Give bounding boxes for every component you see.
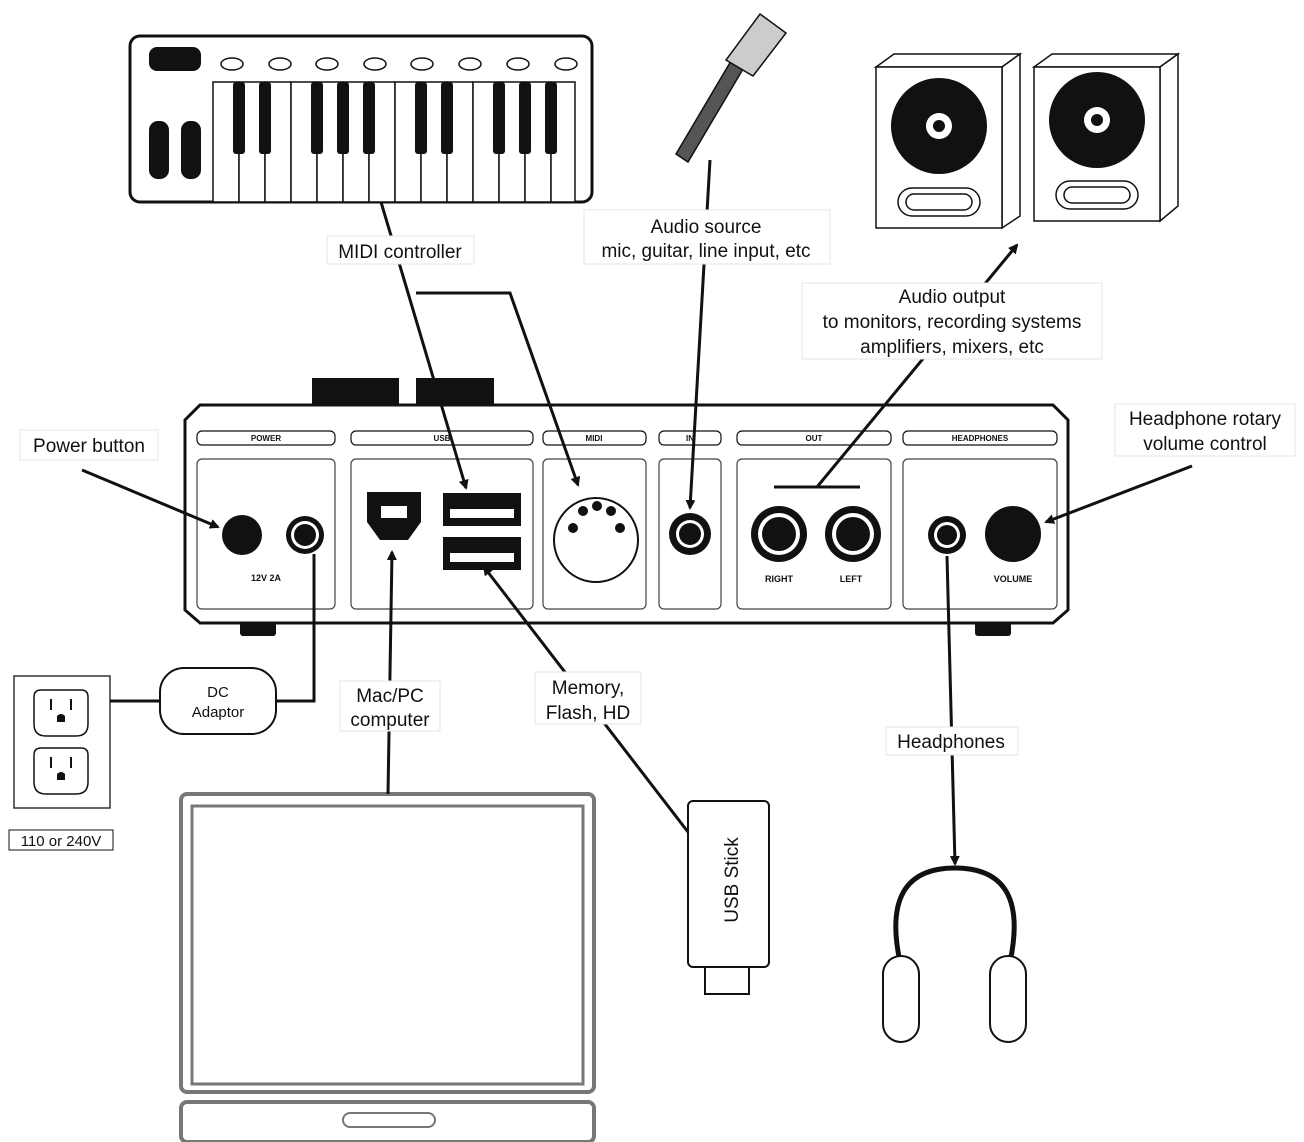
usb-stick-icon (687, 800, 770, 995)
microphone-icon (674, 12, 788, 164)
memory-label-line1: Memory, (552, 678, 624, 699)
power-spec-label: 12V 2A (251, 573, 282, 583)
power-button-label: Power button (33, 436, 145, 457)
wall-outlet-icon (13, 675, 111, 809)
headphones-icon (882, 865, 1027, 1043)
usb-b-port-icon (367, 492, 421, 540)
usb-stick-label: USB Stick (722, 837, 743, 923)
section-label-out: OUT (806, 434, 823, 443)
section-label-power: POWER (251, 434, 281, 443)
computer-label-line2: computer (350, 710, 430, 731)
speaker-left-icon (873, 52, 1023, 230)
audio-source-label-line2: mic, guitar, line input, etc (601, 241, 810, 262)
midi-controller-label: MIDI controller (338, 242, 462, 263)
power-button-knob (222, 515, 262, 555)
dc-adaptor-label-line1: DC (207, 684, 229, 701)
output-left-label: LEFT (840, 574, 863, 584)
dc-adaptor-label-line2: Adaptor (192, 704, 245, 721)
midi-keyboard-icon (128, 34, 594, 204)
headphone-jack-icon (928, 516, 966, 554)
output-right-label: RIGHT (765, 574, 794, 584)
output-left-jack-icon (825, 506, 881, 562)
audio-output-label-line1: Audio output (899, 287, 1006, 308)
section-label-in: IN (686, 434, 694, 443)
audio-interface-unit: POWER USB MIDI IN OUT HEADPHONES 12V 2A (183, 378, 1070, 636)
computer-label-line1: Mac/PC (356, 686, 424, 707)
audio-output-label-line2: to monitors, recording systems (823, 312, 1082, 333)
audio-output-label-line3: amplifiers, mixers, etc (860, 337, 1044, 358)
usb-a-ports-icon (443, 493, 521, 570)
speaker-right-icon (1031, 52, 1181, 223)
headphone-rotary-label-line2: volume control (1143, 434, 1267, 455)
output-right-jack-icon (751, 506, 807, 562)
section-label-usb: USB (434, 434, 451, 443)
voltage-label: 110 or 240V (21, 833, 102, 850)
input-jack-icon (669, 513, 711, 555)
volume-knob (985, 506, 1041, 562)
volume-label: VOLUME (994, 574, 1033, 584)
laptop-icon (179, 792, 596, 1142)
dc-adaptor-icon (159, 667, 277, 735)
audio-source-label-line1: Audio source (651, 217, 762, 238)
headphones-label: Headphones (897, 732, 1005, 753)
memory-label-line2: Flash, HD (546, 703, 630, 724)
dc-jack-icon (286, 516, 324, 554)
section-label-headphones: HEADPHONES (952, 434, 1009, 443)
midi-din-port-icon (553, 497, 639, 583)
headphone-rotary-label-line1: Headphone rotary (1129, 409, 1282, 430)
section-label-midi: MIDI (586, 434, 603, 443)
